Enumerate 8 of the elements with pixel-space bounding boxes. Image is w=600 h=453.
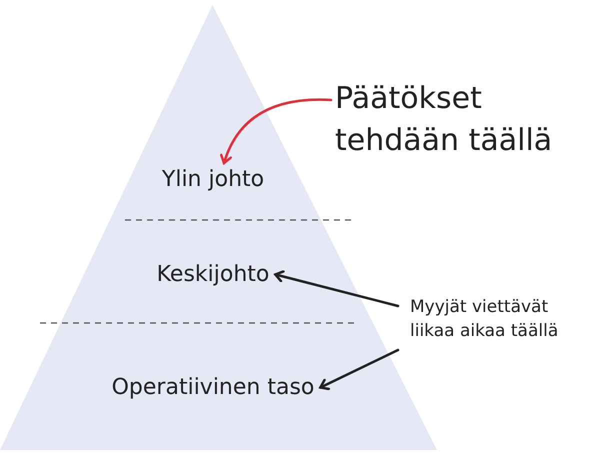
- arrow: [274, 270, 400, 308]
- annotation-text: Päätökset tehdään täällä: [335, 78, 585, 162]
- level-label: Ylin johto: [158, 165, 268, 194]
- annotation-text: Myyjät viettävät liikaa aikaa täällä: [410, 296, 595, 344]
- arrow: [220, 98, 332, 164]
- level-label: Operatiivinen taso: [108, 373, 318, 402]
- arrow: [319, 348, 400, 390]
- level-label: Keskijohto: [152, 260, 274, 289]
